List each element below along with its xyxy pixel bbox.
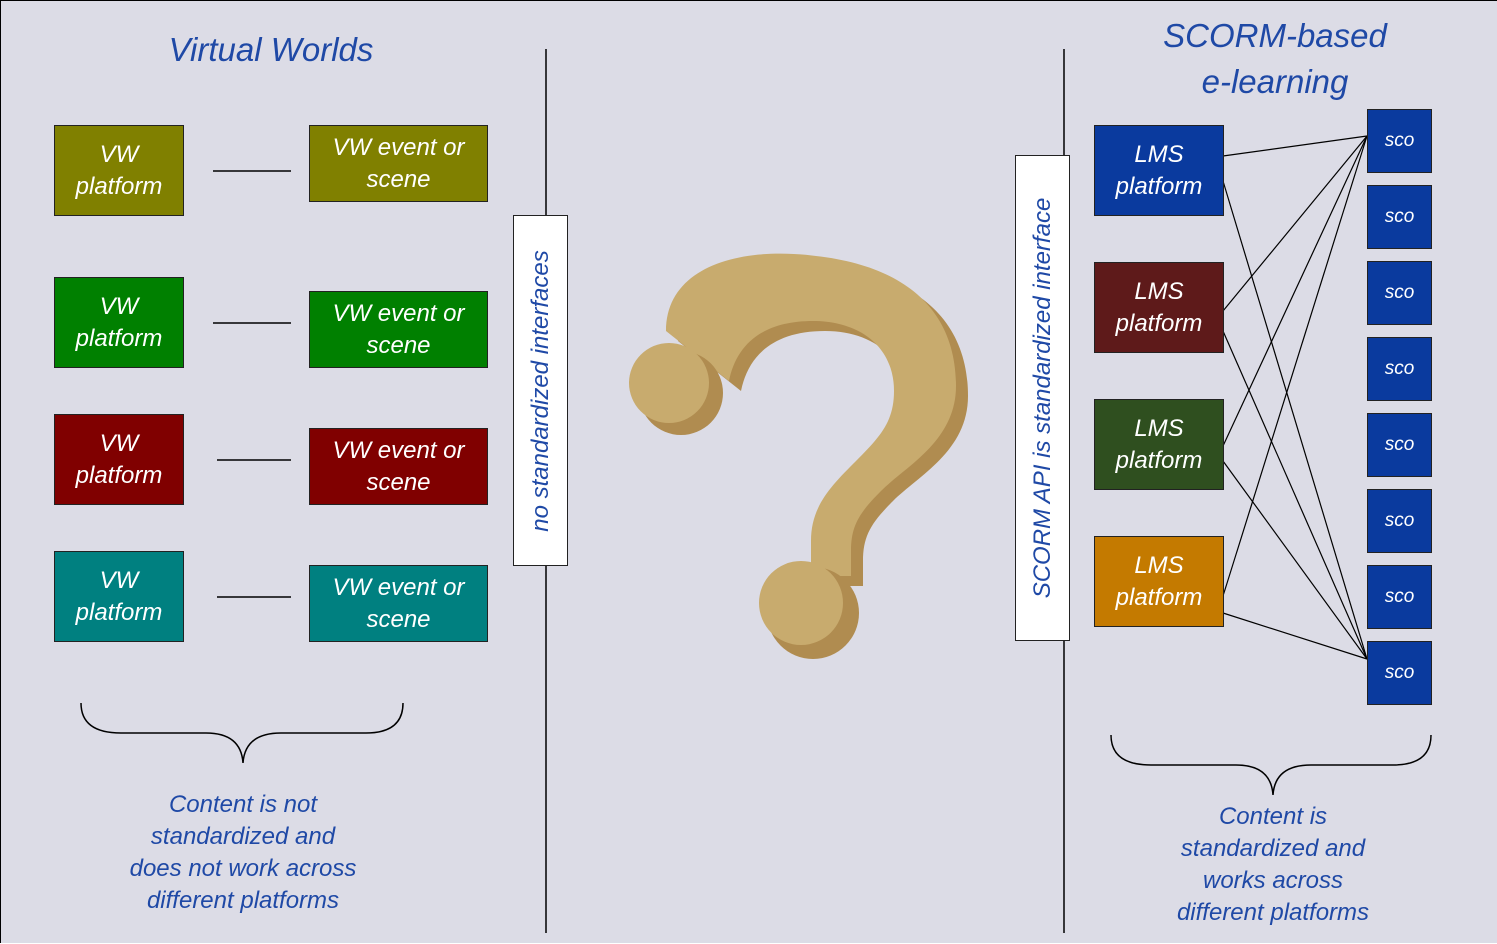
sco-box-7: sco: [1367, 565, 1432, 629]
vw-platform-box-1: VW platform: [54, 125, 184, 216]
sco-label: sco: [1384, 282, 1415, 303]
sco-box-8: sco: [1367, 641, 1432, 705]
lms-sco-links: [1222, 135, 1368, 660]
vw-platform-box-3: VW platform: [54, 414, 184, 505]
vw-platform-box-4: VW platform: [54, 551, 184, 642]
sco-label: sco: [1384, 130, 1415, 151]
vw-event-label: VW event or scene: [332, 573, 465, 633]
vw-platform-label: VW platform: [75, 429, 163, 489]
vw-event-box-1: VW event or scene: [309, 125, 488, 202]
sco-label: sco: [1384, 586, 1415, 607]
lms-label: LMS platform: [1115, 140, 1203, 200]
left-caption: Content is not standardized and does not…: [129, 791, 357, 914]
vw-event-label: VW event or scene: [332, 436, 465, 496]
lms-box-1: LMS platform: [1094, 125, 1224, 216]
left-title: Virtual Worlds: [168, 31, 374, 68]
sco-label: sco: [1384, 662, 1415, 683]
sco-box-6: sco: [1367, 489, 1432, 553]
sco-box-5: sco: [1367, 413, 1432, 477]
sco-box-4: sco: [1367, 337, 1432, 401]
lms-box-3: LMS platform: [1094, 399, 1224, 490]
sco-box-1: sco: [1367, 109, 1432, 173]
vw-platform-label: VW platform: [75, 140, 163, 200]
no-standard-interfaces-text: no standardized interfaces: [526, 249, 554, 532]
vw-platform-label: VW platform: [75, 292, 163, 352]
sco-label: sco: [1384, 510, 1415, 531]
sco-box-3: sco: [1367, 261, 1432, 325]
sco-box-2: sco: [1367, 185, 1432, 249]
lms-label: LMS platform: [1115, 277, 1203, 337]
sco-label: sco: [1384, 434, 1415, 455]
no-standard-interfaces-label: no standardized interfaces: [513, 215, 568, 566]
left-brace: [80, 702, 404, 764]
vw-platform-label: VW platform: [75, 566, 163, 626]
vw-platform-box-2: VW platform: [54, 277, 184, 368]
sco-label: sco: [1384, 358, 1415, 379]
right-caption: Content is standardized and works across…: [1176, 803, 1370, 926]
right-brace: [1110, 734, 1432, 796]
lms-box-4: LMS platform: [1094, 536, 1224, 627]
vw-event-box-2: VW event or scene: [309, 291, 488, 368]
right-title-line2: e-learning: [1201, 63, 1349, 100]
vw-event-label: VW event or scene: [332, 299, 465, 359]
vw-event-box-4: VW event or scene: [309, 565, 488, 642]
lms-box-2: LMS platform: [1094, 262, 1224, 353]
right-title-line1: SCORM-based: [1163, 17, 1387, 54]
lms-label: LMS platform: [1115, 414, 1203, 474]
question-mark-icon: [629, 253, 968, 659]
scorm-api-label: SCORM API is standardized interface: [1015, 155, 1070, 641]
scorm-api-text: SCORM API is standardized interface: [1028, 197, 1056, 599]
sco-label: sco: [1384, 206, 1415, 227]
vw-event-label: VW event or scene: [332, 133, 465, 193]
vw-event-box-3: VW event or scene: [309, 428, 488, 505]
lms-label: LMS platform: [1115, 551, 1203, 611]
